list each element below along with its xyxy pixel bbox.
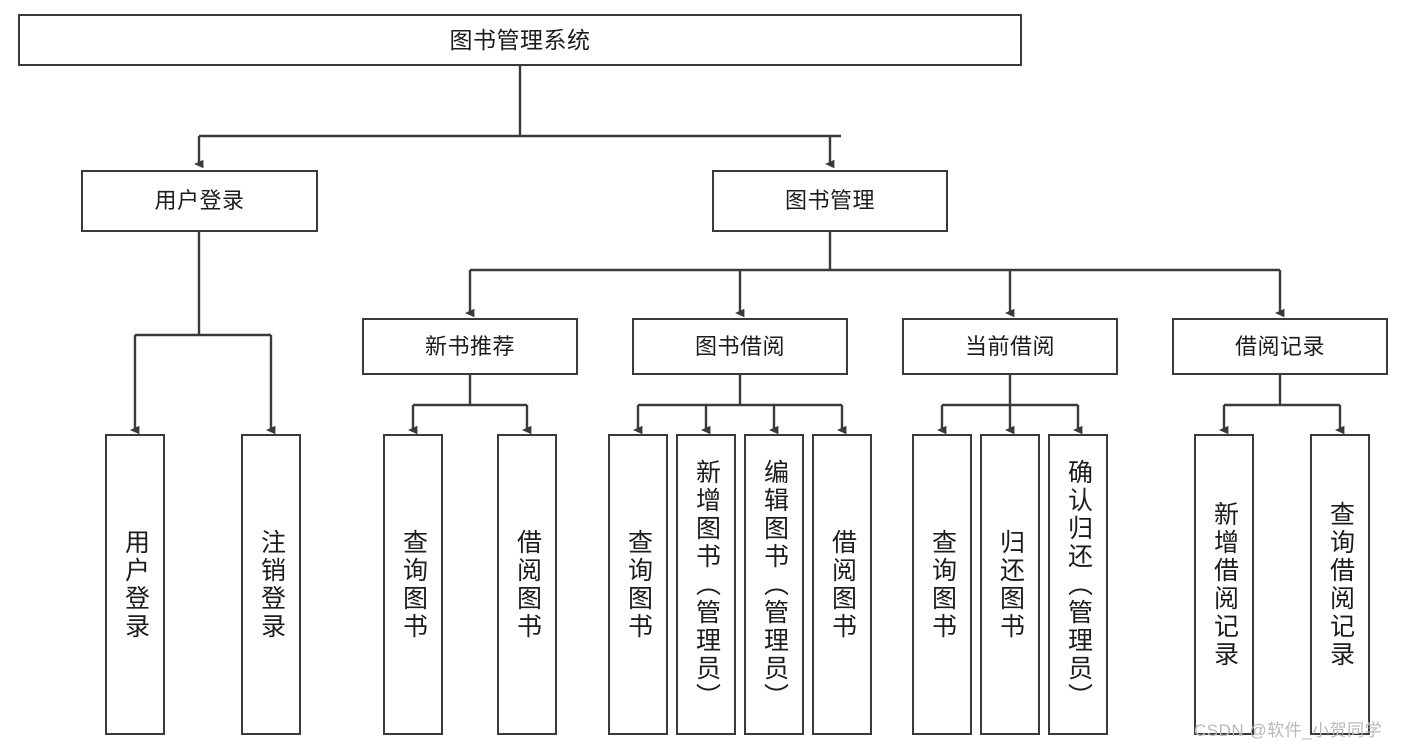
node-leaf-edit-book-label: 编辑图书（管理员） bbox=[760, 458, 789, 711]
node-leaf-query-book-1-label: 查询图书 bbox=[399, 528, 428, 641]
node-leaf-query-record-label: 查询借阅记录 bbox=[1326, 500, 1355, 669]
node-leaf-user-login[interactable]: 用户登录 bbox=[105, 434, 165, 735]
node-leaf-query-book-2-label: 查询图书 bbox=[624, 528, 653, 641]
node-leaf-return-book[interactable]: 归还图书 bbox=[980, 434, 1040, 735]
node-leaf-query-book-2[interactable]: 查询图书 bbox=[608, 434, 668, 735]
node-leaf-add-book[interactable]: 新增图书（管理员） bbox=[676, 434, 736, 735]
node-user-login-label: 用户登录 bbox=[154, 188, 245, 214]
node-book-manage[interactable]: 图书管理 bbox=[712, 170, 948, 232]
node-leaf-borrow-book-1-label: 借阅图书 bbox=[513, 528, 542, 641]
node-leaf-borrow-book-2[interactable]: 借阅图书 bbox=[812, 434, 872, 735]
node-leaf-return-book-label: 归还图书 bbox=[996, 528, 1025, 641]
node-leaf-borrow-book-1[interactable]: 借阅图书 bbox=[497, 434, 557, 735]
node-leaf-query-book-1[interactable]: 查询图书 bbox=[383, 434, 443, 735]
node-book-manage-label: 图书管理 bbox=[784, 188, 875, 214]
node-book-borrow[interactable]: 图书借阅 bbox=[632, 318, 848, 375]
node-leaf-edit-book[interactable]: 编辑图书（管理员） bbox=[744, 434, 804, 735]
node-leaf-query-book-3-label: 查询图书 bbox=[928, 528, 957, 641]
node-leaf-add-record[interactable]: 新增借阅记录 bbox=[1194, 434, 1254, 735]
node-leaf-confirm-return-label: 确认归还（管理员） bbox=[1064, 458, 1093, 711]
node-leaf-user-logout-label: 注销登录 bbox=[257, 528, 286, 641]
node-leaf-confirm-return[interactable]: 确认归还（管理员） bbox=[1048, 434, 1108, 735]
node-leaf-query-book-3[interactable]: 查询图书 bbox=[912, 434, 972, 735]
watermark: CSDN @软件_小贺同学 bbox=[1194, 721, 1383, 740]
node-leaf-add-record-label: 新增借阅记录 bbox=[1210, 500, 1239, 669]
node-new-book-recommend-label: 新书推荐 bbox=[424, 333, 515, 359]
node-root[interactable]: 图书管理系统 bbox=[18, 14, 1022, 66]
node-root-label: 图书管理系统 bbox=[449, 26, 591, 53]
node-current-borrow[interactable]: 当前借阅 bbox=[902, 318, 1118, 375]
node-leaf-query-record[interactable]: 查询借阅记录 bbox=[1310, 434, 1370, 735]
node-leaf-user-logout[interactable]: 注销登录 bbox=[241, 434, 301, 735]
node-book-borrow-label: 图书借阅 bbox=[694, 333, 785, 359]
node-current-borrow-label: 当前借阅 bbox=[964, 333, 1055, 359]
node-leaf-user-login-label: 用户登录 bbox=[121, 528, 150, 641]
node-leaf-borrow-book-2-label: 借阅图书 bbox=[828, 528, 857, 641]
node-user-login[interactable]: 用户登录 bbox=[81, 170, 318, 232]
node-leaf-add-book-label: 新增图书（管理员） bbox=[692, 458, 721, 711]
node-new-book-recommend[interactable]: 新书推荐 bbox=[362, 318, 578, 375]
node-borrow-record-label: 借阅记录 bbox=[1234, 333, 1325, 359]
node-borrow-record[interactable]: 借阅记录 bbox=[1172, 318, 1388, 375]
